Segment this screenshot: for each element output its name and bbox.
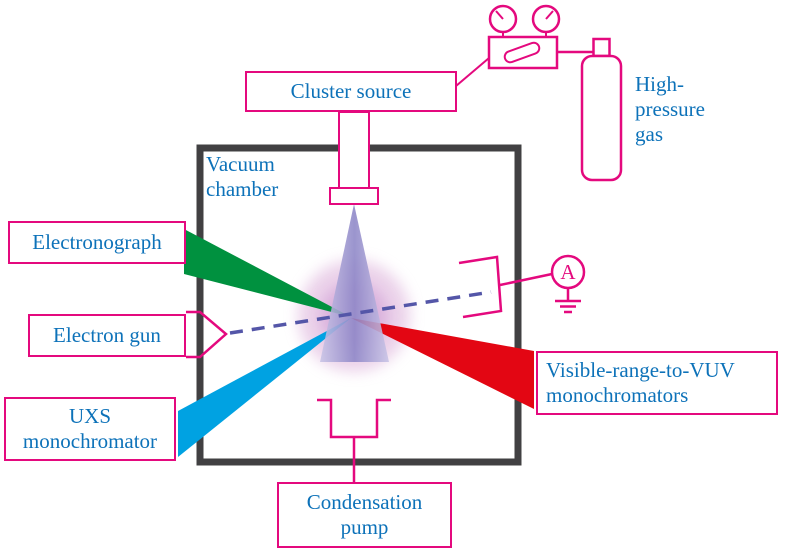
- cluster-source-nozzle-flange: [329, 187, 379, 205]
- electronograph-label: Electronograph: [32, 230, 162, 255]
- gas-cylinder: [580, 54, 623, 182]
- electronograph-beam: [184, 229, 351, 317]
- electron-gun-label: Electron gun: [53, 323, 161, 348]
- electron-beam-dashed-line: [229, 290, 492, 335]
- vuv-monochromators-label-box: Visible-range-to-VUV monochromators: [536, 351, 778, 415]
- cluster-source-label-box: Cluster source: [245, 71, 457, 112]
- uxs-label-line2: monochromator: [22, 429, 158, 453]
- source-to-regulator-line: [455, 57, 490, 87]
- cluster-source-label: Cluster source: [290, 79, 412, 104]
- cylinder-valve-cap: [592, 37, 611, 58]
- uxs-monochromator-label-box: UXS monochromator: [4, 397, 176, 461]
- condensation-label-line1: Condensation: [306, 490, 423, 515]
- uxs-beam: [178, 318, 351, 457]
- electron-gun-label-box: Electron gun: [28, 314, 186, 357]
- vacuum-chamber-label: Vacuum chamber: [206, 152, 278, 202]
- vuv-beam: [351, 318, 534, 409]
- high-pressure-gas-label: High- pressure gas: [635, 72, 705, 146]
- condensation-pump-cup: [317, 398, 391, 439]
- faraday-cup: [458, 255, 503, 319]
- ground-symbol: [555, 288, 581, 314]
- vacuum-chamber-line1: Vacuum: [206, 152, 275, 176]
- condensation-label-line2: pump: [340, 515, 389, 539]
- condensation-pump-label-box: Condensation pump: [277, 482, 452, 548]
- ammeter-letter: A: [560, 260, 576, 284]
- vuv-label-line2: monochromators: [546, 383, 689, 407]
- gauge-needle-left: [495, 10, 504, 20]
- hp-gas-line3: gas: [635, 121, 663, 146]
- gauge-needle-right: [545, 10, 554, 20]
- hp-gas-line1: High-: [635, 72, 684, 96]
- cluster-source-tube: [338, 111, 370, 189]
- ammeter-wire: [499, 272, 553, 287]
- uxs-label-line1: UXS: [68, 404, 111, 429]
- cluster-jet-cone: [320, 204, 389, 362]
- vuv-label-line1: Visible-range-to-VUV: [546, 358, 735, 383]
- regulator-valve-lever: [503, 41, 541, 64]
- electronograph-label-box: Electronograph: [8, 221, 186, 264]
- vacuum-chamber-line2: chamber: [206, 176, 279, 201]
- hp-gas-line2: pressure: [635, 96, 705, 121]
- gas-regulator-assembly: [455, 4, 623, 182]
- electron-gun-electrode: [186, 310, 228, 359]
